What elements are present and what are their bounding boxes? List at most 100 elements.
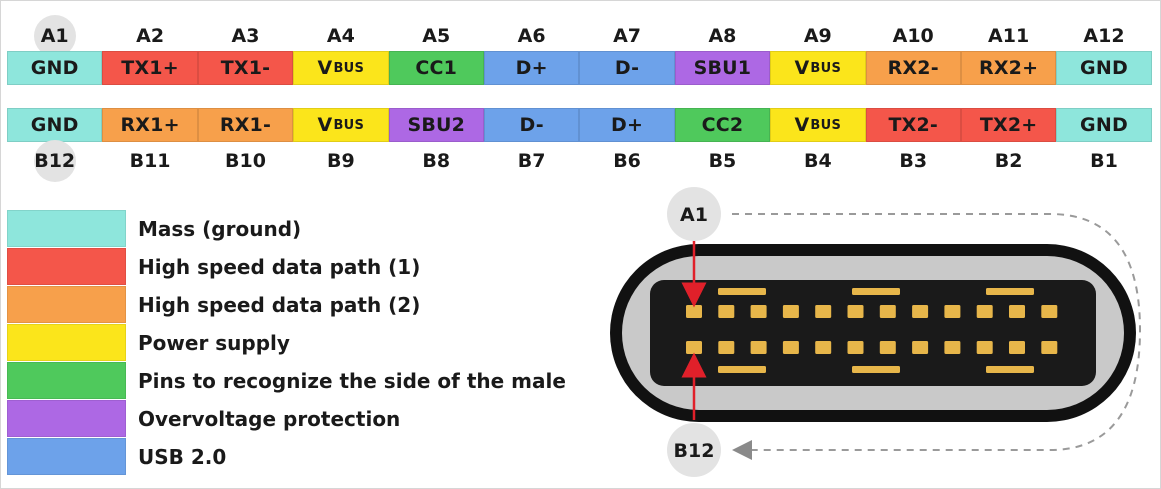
orientation-path <box>732 213 1142 451</box>
top-label-a8: A8 <box>675 23 770 49</box>
top-label-a6: A6 <box>484 23 579 49</box>
pin-cell: RX2- <box>865 51 961 85</box>
pin-name-subscript: BUS <box>333 60 365 76</box>
pin-name: TX1- <box>220 57 271 79</box>
pin-cell: RX1- <box>197 108 294 142</box>
contact-bottom-row <box>782 341 799 354</box>
pin-name: TX1+ <box>121 57 179 79</box>
legend-item: Power supply <box>7 324 607 362</box>
connector-contacts <box>686 288 1058 373</box>
legend-item: USB 2.0 <box>7 438 607 476</box>
pin-label-text: A12 <box>1083 25 1125 47</box>
pin-name: RX1- <box>219 114 272 136</box>
pin-label-text: B2 <box>994 150 1023 172</box>
contact-top-row <box>1009 305 1025 318</box>
pin-cell: CC1 <box>388 51 484 85</box>
contact-strip-bottom <box>986 366 1034 373</box>
pin-name: V <box>317 114 333 136</box>
pin-name-subscript: BUS <box>810 60 842 76</box>
contact-bottom-row <box>1009 341 1025 354</box>
pin-label-text: B3 <box>899 150 928 172</box>
pin-label-text: A2 <box>136 25 165 47</box>
pin-label-text: A3 <box>231 25 260 47</box>
contact-strip-top <box>852 288 900 295</box>
a1-marker-label: A1 <box>680 204 708 226</box>
pin-cell: GND <box>1056 108 1152 142</box>
pin-label-text: B12 <box>34 150 76 172</box>
pin-name: RX1+ <box>120 114 180 136</box>
path-arrowhead <box>732 440 752 460</box>
contact-top-row <box>879 305 896 318</box>
bottom-label-b1: B1 <box>1056 148 1151 174</box>
pin-label-text: B10 <box>225 150 266 172</box>
contact-bottom-row <box>815 341 832 354</box>
pin-name: D- <box>519 114 544 136</box>
pin-cell: TX1- <box>197 51 294 85</box>
top-label-a4: A4 <box>293 23 388 49</box>
contact-top-row <box>944 305 961 318</box>
contact-top-row <box>1041 305 1058 318</box>
legend-swatch <box>7 324 126 361</box>
legend-swatch <box>7 400 126 437</box>
top-label-a3: A3 <box>198 23 293 49</box>
pin-name: CC1 <box>415 57 458 79</box>
contact-strip-top <box>986 288 1034 295</box>
contact-bottom-row <box>847 341 864 354</box>
pin-cell: D+ <box>579 108 675 142</box>
legend-swatch <box>7 210 126 247</box>
top-label-a7: A7 <box>579 23 674 49</box>
legend-label: Power supply <box>138 331 290 355</box>
pin-label-text: A1 <box>40 25 69 47</box>
pin-label-text: A11 <box>988 25 1030 47</box>
contact-bottom-row <box>750 341 767 354</box>
top-label-a2: A2 <box>102 23 197 49</box>
pin-name: D- <box>614 57 640 79</box>
legend-item: Mass (ground) <box>7 210 607 248</box>
color-legend: Mass (ground)High speed data path (1)Hig… <box>7 210 607 476</box>
pin-cell: TX2- <box>865 108 961 142</box>
pin-cell: CC2 <box>674 108 771 142</box>
pin-name-subscript: BUS <box>810 117 842 133</box>
pin-cell: GND <box>1056 51 1152 85</box>
pin-cell: TX1+ <box>102 51 198 85</box>
contact-bottom-row <box>879 341 896 354</box>
a1-marker: A1 <box>667 187 721 241</box>
pin-name: V <box>794 57 810 79</box>
pin-name: RX2+ <box>978 57 1039 79</box>
pin-label-text: A10 <box>892 25 934 47</box>
legend-label: High speed data path (2) <box>138 293 421 317</box>
contact-bottom-row <box>686 341 702 354</box>
legend-swatch <box>7 362 126 399</box>
contact-bottom-row <box>912 341 929 354</box>
bottom-label-b10: B10 <box>198 148 293 174</box>
contact-top-row <box>815 305 832 318</box>
top-label-a11: A11 <box>961 23 1056 49</box>
pin-name: RX2- <box>887 57 939 79</box>
bottom-label-b11: B11 <box>102 148 197 174</box>
pin-label-text: B5 <box>708 150 737 172</box>
top-label-a9: A9 <box>770 23 865 49</box>
pin-label-text: A4 <box>326 25 355 47</box>
bottom-label-b5: B5 <box>675 148 770 174</box>
pin-name: GND <box>30 114 79 136</box>
pin-name: GND <box>30 57 79 79</box>
pin-name: SBU2 <box>407 114 466 136</box>
contact-strip-bottom <box>718 366 766 373</box>
contact-bottom-row <box>1041 341 1058 354</box>
pin-name: SBU1 <box>693 57 752 79</box>
top-label-a10: A10 <box>866 23 961 49</box>
legend-item: High speed data path (2) <box>7 286 607 324</box>
pin-label-text: B4 <box>803 150 832 172</box>
legend-item: Overvoltage protection <box>7 400 607 438</box>
bottom-label-b12: B12 <box>7 140 102 182</box>
legend-label: Mass (ground) <box>138 217 302 241</box>
pin-name: V <box>794 114 810 136</box>
pin-cell: D- <box>483 108 580 142</box>
pin-name-subscript: BUS <box>333 117 365 133</box>
pin-label-text: A5 <box>422 25 451 47</box>
legend-label: Overvoltage protection <box>138 407 401 431</box>
